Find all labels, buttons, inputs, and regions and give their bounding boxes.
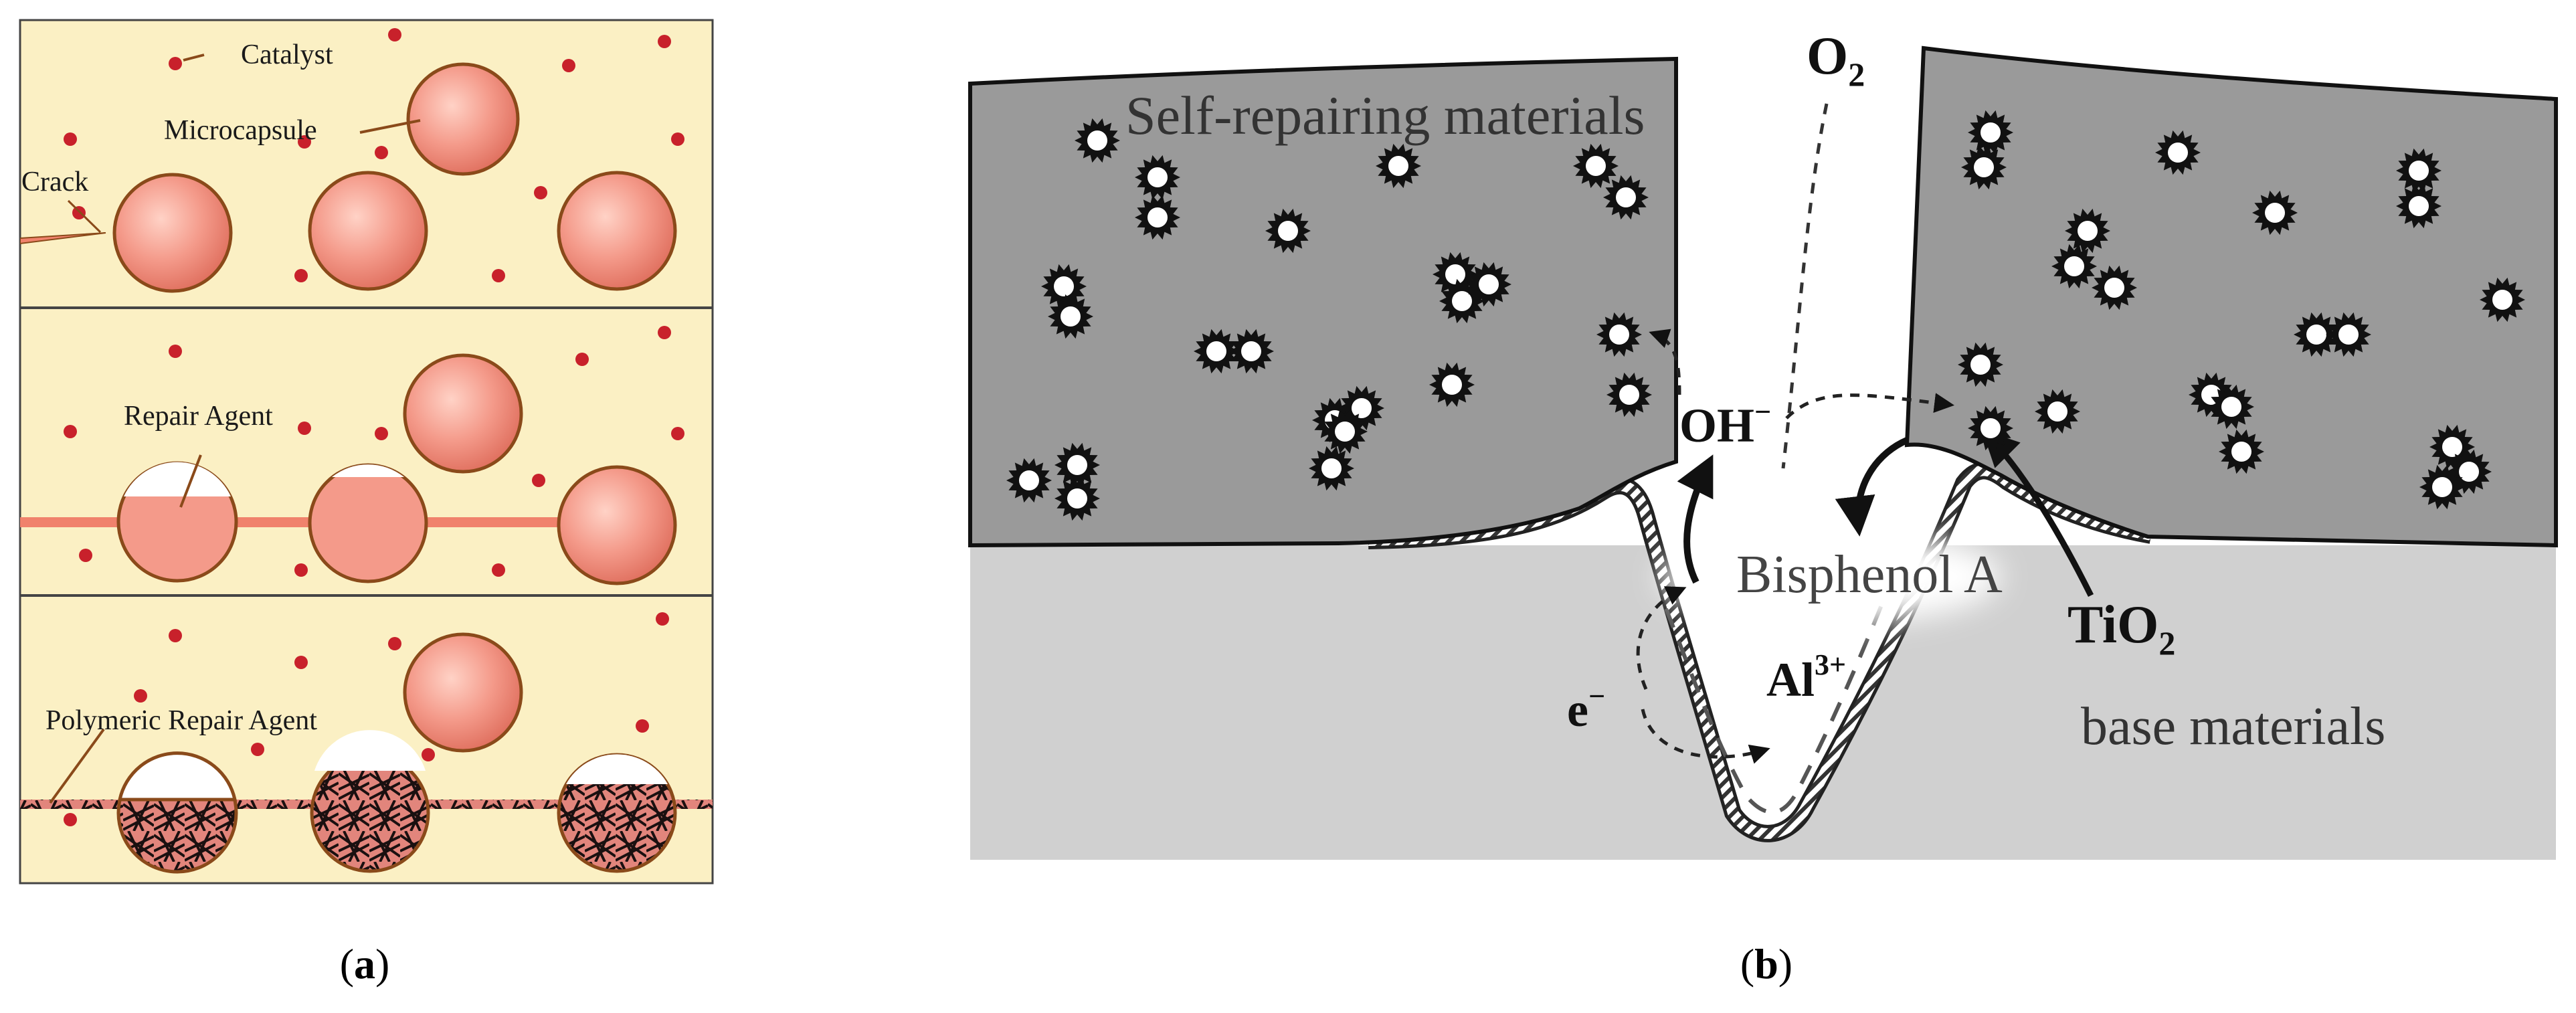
tio2-particle (1968, 110, 2013, 155)
tio2-particle (1573, 143, 1619, 189)
crack-leader (67, 199, 102, 234)
tio2-particle (2219, 429, 2264, 474)
tio2-particle (2294, 312, 2339, 357)
row-release (20, 326, 684, 585)
tio2-particle (1968, 405, 2013, 451)
tio2-particle (2396, 148, 2442, 193)
bisphenol-glow (1659, 530, 2001, 624)
tio2-particle (1135, 155, 1180, 200)
microcapsule-leader (359, 119, 421, 134)
tio2-particle (2252, 190, 2298, 236)
tio2-particle (2480, 277, 2525, 323)
label-repair-agent: Repair Agent (124, 401, 273, 432)
arrow-oh-to-left-particle (1649, 329, 1681, 395)
label-catalyst: Catalyst (241, 39, 333, 70)
panel-b: Self-repairing materials O2 OH− Bispheno… (968, 27, 2558, 988)
label-bisphenol-a: Bisphenol A (1736, 545, 2003, 604)
healed-microcapsule (310, 753, 430, 873)
catalyst-dots (64, 28, 684, 282)
tio2-particle (2092, 265, 2137, 310)
catalyst-leader (183, 54, 205, 62)
tio2-particle (1194, 329, 1239, 374)
polymeric-agent-leader (49, 728, 105, 804)
tio2-particle (1466, 262, 1511, 307)
label-microcapsule: Microcapsule (164, 115, 317, 146)
microcapsule (406, 62, 520, 176)
tio2-particle (1054, 442, 1100, 488)
tio2-particle (1961, 145, 2007, 190)
row-healed (20, 612, 713, 874)
label-crack: Crack (21, 167, 88, 197)
label-o2: O2 (1807, 27, 1865, 93)
tio2-particle (2396, 183, 2442, 229)
tio2-particle (1048, 294, 1093, 339)
tio2-particle (1135, 195, 1180, 240)
tio2-particle (1376, 143, 1421, 189)
tio2-particle (1228, 329, 1274, 374)
tio2-particle (2326, 312, 2371, 357)
tio2-particle (1054, 476, 1100, 521)
tio2-particle (1006, 458, 1052, 503)
arrow-bisphenol-release (1835, 437, 1909, 537)
label-oh-ion: OH− (1679, 395, 1771, 452)
panel-a: Catalyst Microcapsule Crack Repair Agent… (19, 19, 714, 988)
empty-capsule-space (124, 462, 231, 496)
catalyst-dots (64, 612, 669, 826)
tio2-particle (2209, 384, 2254, 430)
tio2-particle (2155, 130, 2201, 175)
microcapsule (557, 171, 677, 291)
tio2-particle (2051, 244, 2097, 289)
microcapsule (112, 173, 233, 293)
tio2-particle (1958, 342, 2003, 387)
tio2-particle (1603, 175, 1649, 220)
oxygen-path (1781, 103, 1829, 469)
label-aluminum-ion: Al3+ (1766, 648, 1846, 707)
empty-capsule-space (117, 751, 238, 802)
microcapsule (403, 632, 523, 753)
tio2-particle (2419, 464, 2465, 510)
tio2-particle (1596, 312, 1642, 357)
microcapsule (403, 353, 523, 474)
tio2-particle (1309, 446, 1354, 491)
microcapsule (557, 465, 677, 585)
label-electron: e− (1567, 680, 1605, 737)
tio2-particle (2035, 389, 2080, 434)
arrow-electron-lower (1641, 709, 1770, 764)
empty-capsule-space (314, 730, 426, 771)
tio2-particle (1322, 409, 1368, 454)
caption-b: (b) (1740, 940, 1792, 988)
tio2-particles (1006, 110, 2525, 521)
catalyst-dots (64, 326, 684, 577)
crack (20, 232, 106, 245)
tio2-particle (1075, 118, 1120, 163)
ruptured-microcapsule (308, 463, 428, 583)
tio2-particle (1606, 372, 1652, 418)
repair-agent-leader (179, 454, 202, 508)
arrow-electron-upper (1636, 586, 1687, 690)
tio2-particle (1265, 208, 1311, 254)
row-intact (20, 28, 684, 293)
label-self-repairing-materials: Self-repairing materials (1125, 85, 1645, 146)
tio2-particle (1429, 362, 1475, 407)
microcapsule (308, 171, 428, 291)
empty-capsule-space (332, 464, 404, 477)
arrow-oh-up (1677, 454, 1714, 584)
label-polymeric-repair-agent: Polymeric Repair Agent (45, 705, 317, 736)
empty-capsule-space (566, 754, 668, 784)
tio2-particle (2065, 208, 2110, 254)
tio2-pointer (1982, 430, 2094, 597)
label-base-materials: base materials (2081, 697, 2385, 756)
caption-a: (a) (340, 940, 390, 988)
label-tio2: TiO2 (2067, 595, 2175, 662)
arrow-to-right-particle (1785, 393, 1954, 420)
